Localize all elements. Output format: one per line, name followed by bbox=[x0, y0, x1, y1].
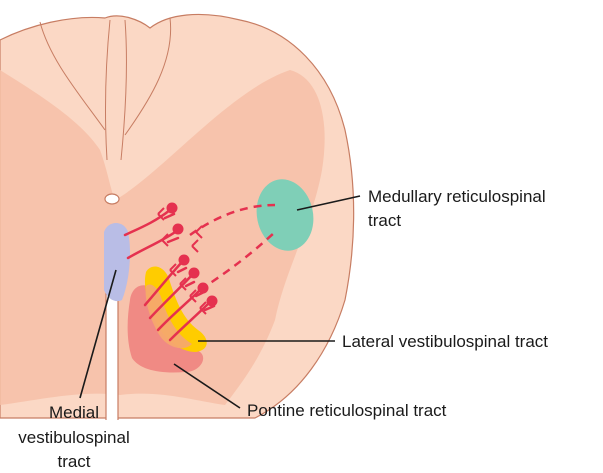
label-lateral-vestibulospinal: Lateral vestibulospinal tract bbox=[342, 332, 548, 351]
neuron-cell-body bbox=[198, 283, 209, 294]
label-medial-line2: vestibulospinal bbox=[18, 428, 130, 447]
neuron-cell-body bbox=[167, 203, 178, 214]
neuron-cell-body bbox=[179, 255, 190, 266]
label-pontine: Pontine reticulospinal tract bbox=[247, 401, 447, 420]
label-medial-line1: Medial bbox=[49, 403, 99, 422]
neuron-cell-body bbox=[173, 224, 184, 235]
neuron-cell-body bbox=[189, 268, 200, 279]
label-medial-line3: tract bbox=[57, 452, 90, 471]
label-medullary-line2: tract bbox=[368, 211, 401, 230]
label-medullary-line1: Medullary reticulospinal bbox=[368, 187, 546, 206]
central-canal bbox=[105, 194, 119, 204]
neuron-cell-body bbox=[207, 296, 218, 307]
